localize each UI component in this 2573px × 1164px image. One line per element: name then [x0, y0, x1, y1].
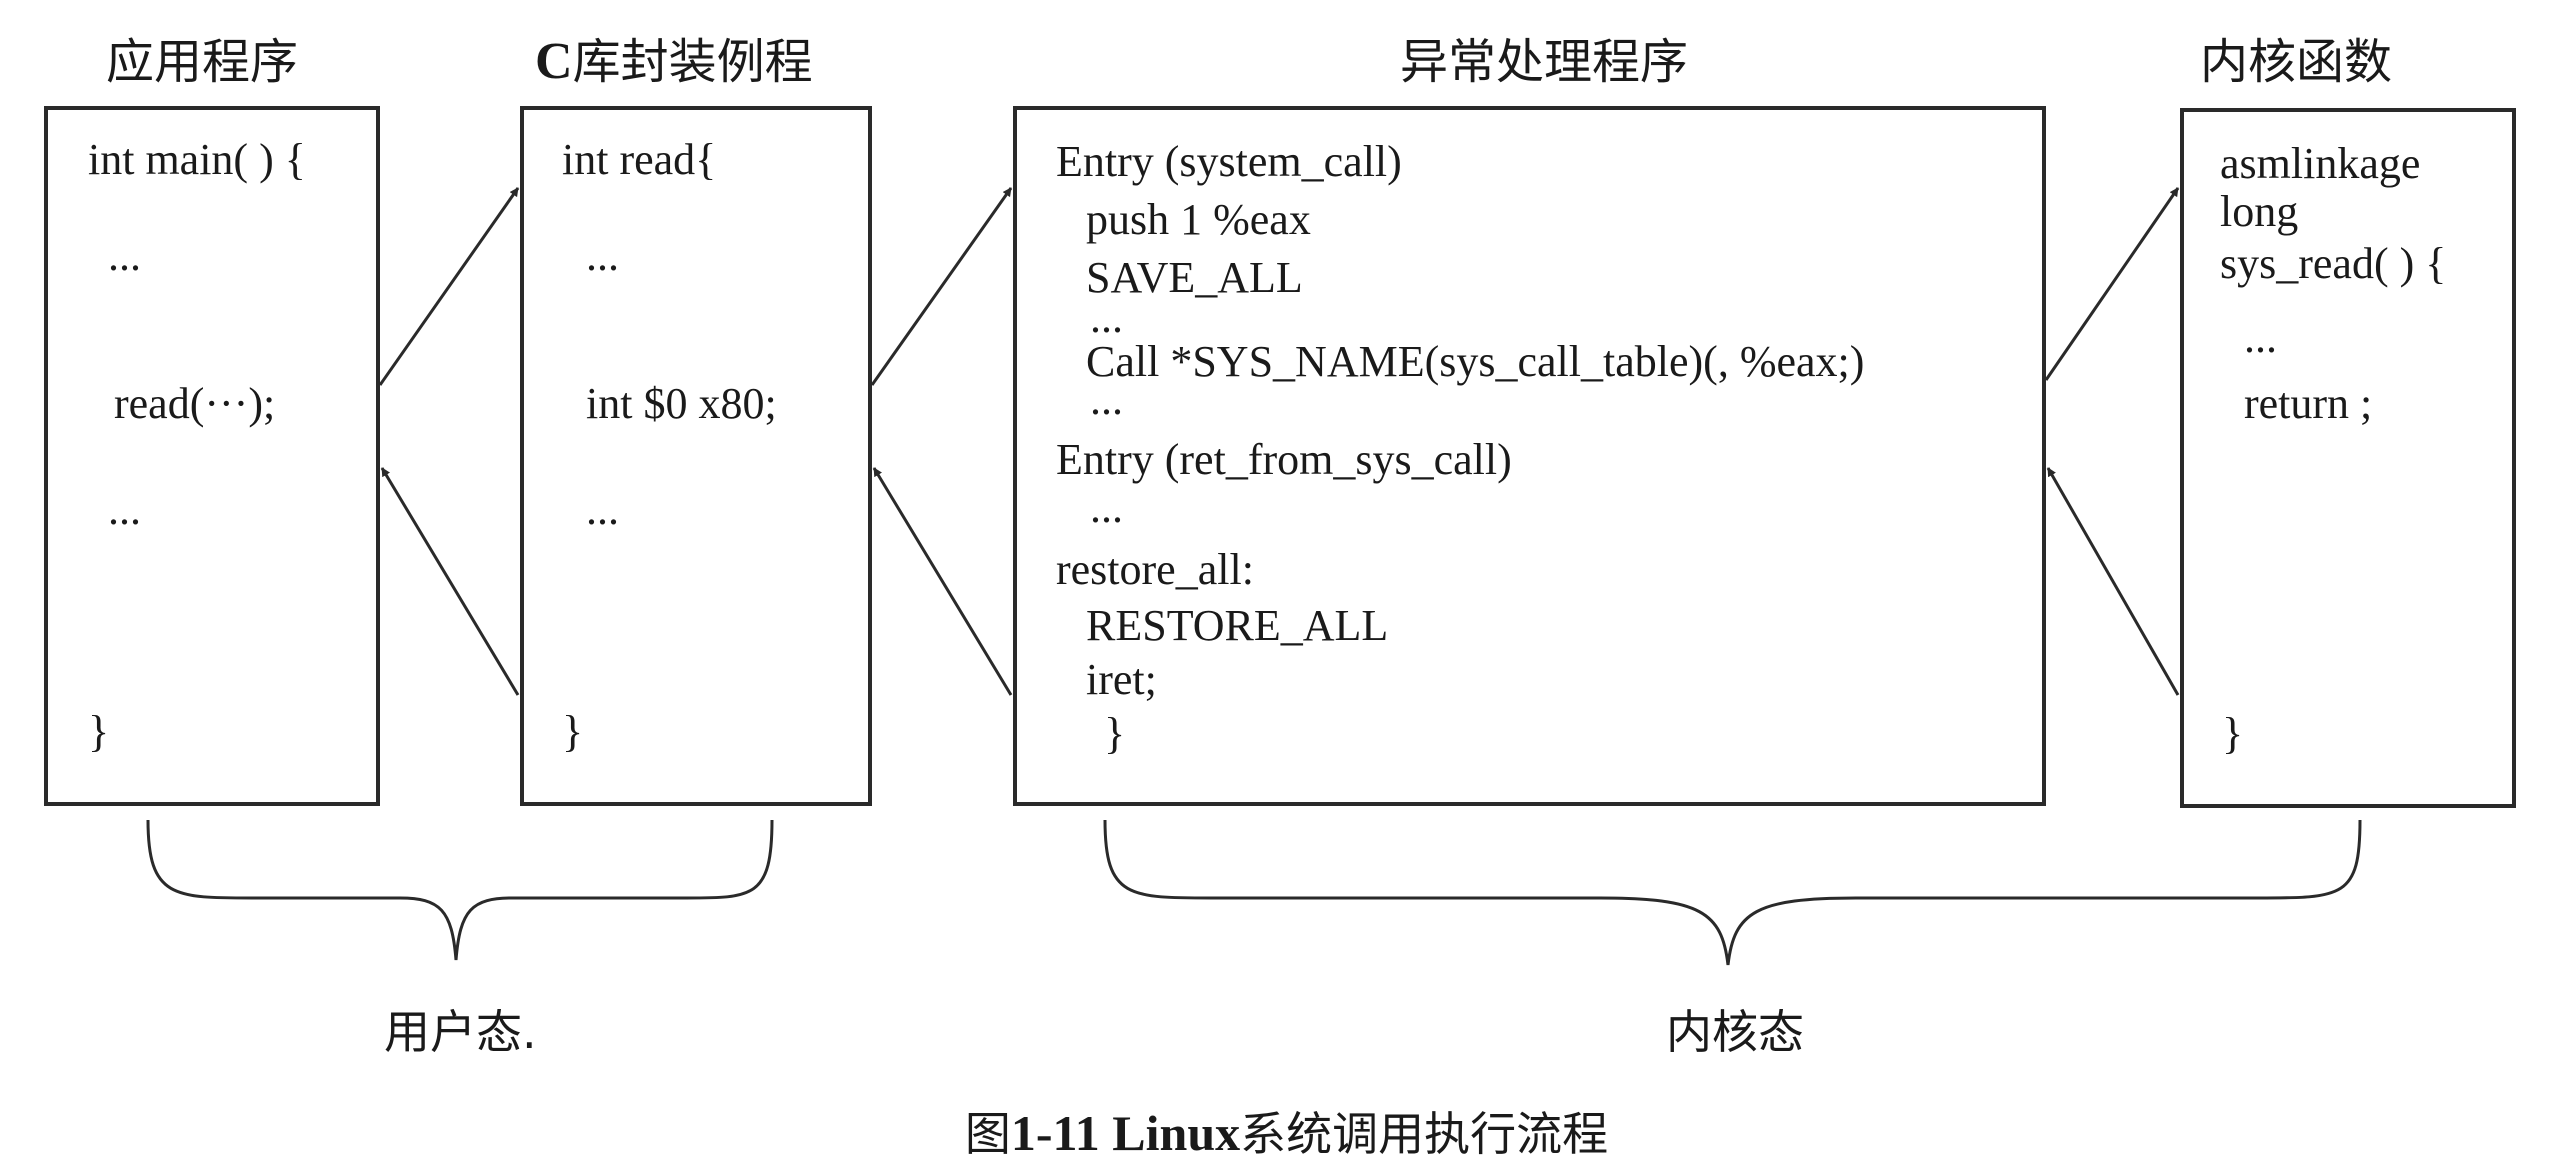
code-line: int $0 x80; — [586, 379, 777, 428]
code-line: ... — [586, 485, 619, 534]
figure-caption: 图1-11 Linux系统调用执行流程 — [964, 1105, 1609, 1161]
code-line: iret; — [1086, 655, 1157, 704]
code-line: ... — [2244, 313, 2277, 362]
title-exception-handler: 异常处理程序 — [1400, 34, 1689, 90]
code-line: return ; — [2244, 379, 2373, 428]
arrow-libc-to-app — [380, 467, 520, 696]
code-line: read(···); — [114, 379, 276, 428]
code-line: } — [2222, 709, 2244, 758]
arrow-libc-to-handler — [870, 187, 1013, 386]
code-line: push 1 %eax — [1086, 195, 1311, 244]
code-line: } — [562, 707, 584, 756]
title-c-library: C库封装例程 — [535, 33, 813, 90]
code-line: int main( ) { — [88, 135, 306, 184]
code-line: } — [1104, 709, 1126, 758]
code-line: ... — [586, 231, 619, 280]
code-line: restore_all: — [1056, 545, 1254, 594]
code-line: ... — [108, 485, 141, 534]
title-application: 应用程序 — [106, 34, 299, 90]
box-kernel-function — [2180, 108, 2516, 808]
code-line: ... — [1090, 375, 1123, 424]
code-line: Call *SYS_NAME(sys_call_table)(, %eax;) — [1086, 337, 1865, 386]
arrow-handler-to-kernel — [2044, 187, 2180, 381]
arrow-kernel-to-handler — [2046, 467, 2180, 696]
code-line: } — [88, 707, 110, 756]
code-line: int read{ — [562, 135, 717, 184]
code-line: Entry (ret_from_sys_call) — [1056, 435, 1512, 484]
code-line: asmlinkage — [2220, 139, 2421, 188]
label-user-mode: 用户态. — [384, 1005, 537, 1059]
label-kernel-mode: 内核态 — [1666, 1005, 1804, 1059]
code-line: SAVE_ALL — [1086, 253, 1303, 302]
code-line: Entry (system_call) — [1056, 137, 1402, 186]
code-line: ... — [1090, 483, 1123, 532]
code-line: sys_read( ) { — [2220, 239, 2447, 288]
code-line: ... — [1090, 293, 1123, 342]
box-c-library — [520, 106, 872, 806]
code-line: RESTORE_ALL — [1086, 601, 1389, 650]
box-application — [44, 106, 380, 806]
code-line: ... — [108, 231, 141, 280]
arrow-handler-to-libc — [872, 467, 1013, 696]
brace-kernel-mode — [1103, 819, 2362, 966]
brace-user-mode — [146, 819, 774, 961]
box-exception-handler — [1013, 106, 2046, 806]
arrow-app-to-libc — [378, 187, 520, 386]
code-line: long — [2220, 187, 2299, 236]
title-kernel-function: 内核函数 — [2200, 34, 2393, 90]
